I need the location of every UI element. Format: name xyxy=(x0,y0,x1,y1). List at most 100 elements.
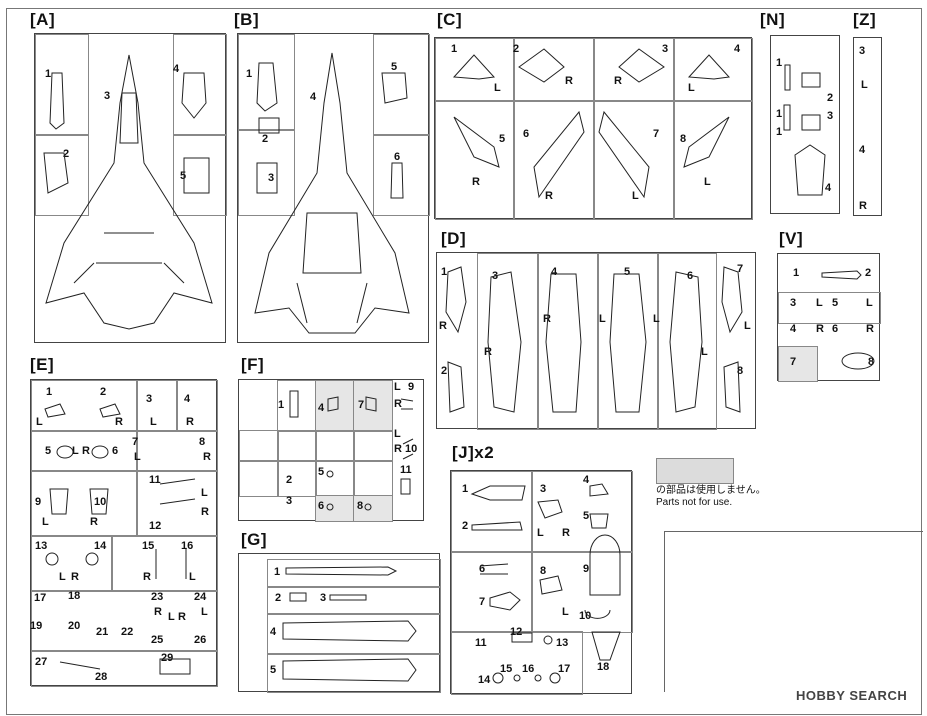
part-e23-label: 23 xyxy=(151,591,164,603)
part-j8-label: 8 xyxy=(540,565,547,577)
d-side-6: L xyxy=(701,346,708,358)
part-b1-label: 1 xyxy=(246,68,253,80)
sprue-z-title: [Z] xyxy=(853,10,877,29)
part-e28-label: 28 xyxy=(95,671,108,683)
c2-side: R xyxy=(565,75,573,87)
f10-side: L xyxy=(394,428,401,440)
sprue-v-frame xyxy=(777,253,881,382)
e11-side: L xyxy=(201,487,208,499)
v5-side: L xyxy=(866,297,873,309)
part-e7-label: 7 xyxy=(132,436,139,448)
sprue-c-title: [C] xyxy=(437,10,463,29)
e25-side-r: R xyxy=(178,611,186,623)
sprue-c-frame xyxy=(434,37,753,220)
sprue-a-frame xyxy=(34,33,227,343)
sprue-n-frame xyxy=(770,35,840,214)
part-d2-label: 2 xyxy=(441,365,448,377)
part-g5-label: 5 xyxy=(270,664,277,676)
part-e20-label: 20 xyxy=(68,620,81,632)
part-e4-label: 4 xyxy=(184,393,191,405)
e9-side: L xyxy=(42,516,49,528)
part-e27-label: 27 xyxy=(35,656,48,668)
part-b3-label: 3 xyxy=(268,172,275,184)
part-f10-label: 10 xyxy=(405,443,418,455)
part-e18-label: 18 xyxy=(68,590,81,602)
sprue-j-frame xyxy=(450,470,633,695)
c3-side: R xyxy=(614,75,622,87)
e12-side: R xyxy=(201,506,209,518)
part-e5-label: 5 xyxy=(45,445,52,457)
part-e21-label: 21 xyxy=(96,626,109,638)
part-v8-label: 8 xyxy=(868,356,875,368)
part-e17-label: 17 xyxy=(34,592,47,604)
part-n3-label: 3 xyxy=(827,110,834,122)
part-a1-label: 1 xyxy=(45,68,52,80)
d-side-2: R xyxy=(484,346,492,358)
part-e12-label: 12 xyxy=(149,520,162,532)
v-parts-drawing xyxy=(821,270,875,370)
j8-side: L xyxy=(562,606,569,618)
part-v2-label: 2 xyxy=(865,267,872,279)
f9-side-r: R xyxy=(394,398,402,410)
part-f3-label: 3 xyxy=(286,495,293,507)
e25-side-l: L xyxy=(168,611,175,623)
part-a4-label: 4 xyxy=(173,63,180,75)
part-g1-label: 1 xyxy=(274,566,281,578)
e23-side: R xyxy=(154,606,162,618)
sprue-e-title: [E] xyxy=(30,355,55,374)
part-c7-label: 7 xyxy=(653,128,660,140)
e16-side: L xyxy=(189,571,196,583)
part-v5-label: 5 xyxy=(832,297,839,309)
j3-side-r: R xyxy=(562,527,570,539)
part-j9-label: 9 xyxy=(583,563,590,575)
legend-english: Parts not for use. xyxy=(656,497,733,508)
watermark-text: HOBBY SEARCH xyxy=(796,688,908,703)
e14-side: R xyxy=(71,571,79,583)
part-j7-label: 7 xyxy=(479,596,486,608)
part-j17-label: 17 xyxy=(558,663,571,675)
f9-side: L xyxy=(394,381,401,393)
v3-side: L xyxy=(816,297,823,309)
sprue-f-frame xyxy=(238,379,424,522)
c8-side: L xyxy=(704,176,711,188)
intake-parts-drawing xyxy=(445,266,743,413)
part-c6-label: 6 xyxy=(523,128,530,140)
z4-side: R xyxy=(859,200,867,212)
sprue-d-frame xyxy=(436,252,756,430)
part-b2-label: 2 xyxy=(262,133,269,145)
e8-side: R xyxy=(203,451,211,463)
part-e11-label: 11 xyxy=(149,474,161,486)
part-e10-label: 10 xyxy=(94,496,107,508)
g-parts-drawing xyxy=(282,566,417,682)
c6-side: R xyxy=(545,190,553,202)
part-e19-label: 19 xyxy=(30,620,43,632)
d-side-3: R xyxy=(543,313,551,325)
part-e1-label: 1 xyxy=(46,386,53,398)
sprue-z-frame xyxy=(853,37,882,216)
part-d8-label: 8 xyxy=(737,365,744,377)
d-side-5: L xyxy=(653,313,660,325)
unused-parts-swatch xyxy=(656,458,734,484)
sprue-a-title: [A] xyxy=(30,10,56,29)
part-j5-label: 5 xyxy=(583,510,590,522)
part-c2-label: 2 xyxy=(513,43,520,55)
part-j6-label: 6 xyxy=(479,563,486,575)
v4-side: R xyxy=(816,323,824,335)
part-j14-label: 14 xyxy=(478,674,491,686)
part-e8-label: 8 xyxy=(199,436,206,448)
part-j3-label: 3 xyxy=(540,483,547,495)
part-a5-label: 5 xyxy=(180,170,187,182)
e10-side: R xyxy=(90,516,98,528)
part-j10-label: 10 xyxy=(579,610,592,622)
f-parts-drawing xyxy=(289,390,414,511)
part-e16-label: 16 xyxy=(181,540,194,552)
sprue-b-title: [B] xyxy=(234,10,260,29)
part-c8-label: 8 xyxy=(680,133,687,145)
part-d6-label: 6 xyxy=(687,270,694,282)
part-j2-label: 2 xyxy=(462,520,469,532)
part-a2-label: 2 xyxy=(63,148,70,160)
sprue-j-title: [J]x2 xyxy=(452,443,495,462)
part-f5-label: 5 xyxy=(318,466,325,478)
e5-side: L xyxy=(72,445,79,457)
part-e24-label: 24 xyxy=(194,591,207,603)
